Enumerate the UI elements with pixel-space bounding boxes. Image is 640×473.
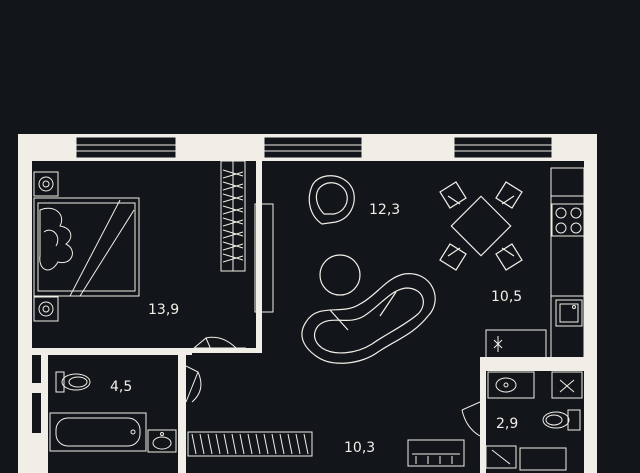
wc-door <box>461 401 481 437</box>
window-living <box>263 136 363 159</box>
living-kitchen-floor <box>262 161 584 357</box>
area-label-wc: 2,9 <box>496 416 518 432</box>
bed-icon <box>33 197 140 297</box>
storage-floor <box>32 355 41 383</box>
radiator-icon <box>407 439 465 467</box>
armchair-icon <box>308 175 355 225</box>
bathroom-door <box>185 365 202 403</box>
sofa-icon <box>301 273 436 364</box>
inner-walls <box>32 348 584 473</box>
room-floors <box>32 161 584 473</box>
area-label-kitchen: 10,5 <box>491 289 522 305</box>
shower-icon <box>487 371 583 399</box>
niche-floor <box>32 393 41 433</box>
hall-floor <box>186 353 480 473</box>
wc-washbasin-icon <box>519 447 567 471</box>
wc-toilet-icon <box>542 409 581 431</box>
windows <box>75 136 553 159</box>
bedroom-floor <box>32 161 256 348</box>
bathtub-icon <box>49 412 147 452</box>
washbasin-icon <box>147 429 177 453</box>
sink-icon <box>555 299 583 327</box>
hall-cabinet <box>485 445 517 469</box>
wardrobe-icon <box>220 160 246 272</box>
stove-icon <box>551 203 585 237</box>
dining-set-icon <box>439 181 523 271</box>
window-kitchen <box>453 136 553 159</box>
area-label-living: 12,3 <box>369 202 400 218</box>
shoe-cabinet <box>485 329 547 359</box>
area-label-bathroom: 4,5 <box>110 379 132 395</box>
toilet-icon <box>55 371 91 393</box>
hall-wardrobe <box>187 431 313 457</box>
round-table-icon <box>319 254 361 296</box>
area-label-hall: 10,3 <box>344 440 375 456</box>
tv-stand-icon <box>254 203 274 313</box>
area-label-bedroom: 13,9 <box>148 302 179 318</box>
bathroom-floor <box>48 355 178 473</box>
window-bedroom <box>75 136 177 159</box>
nightstand-icon <box>33 171 59 322</box>
bedroom-door <box>193 336 246 353</box>
